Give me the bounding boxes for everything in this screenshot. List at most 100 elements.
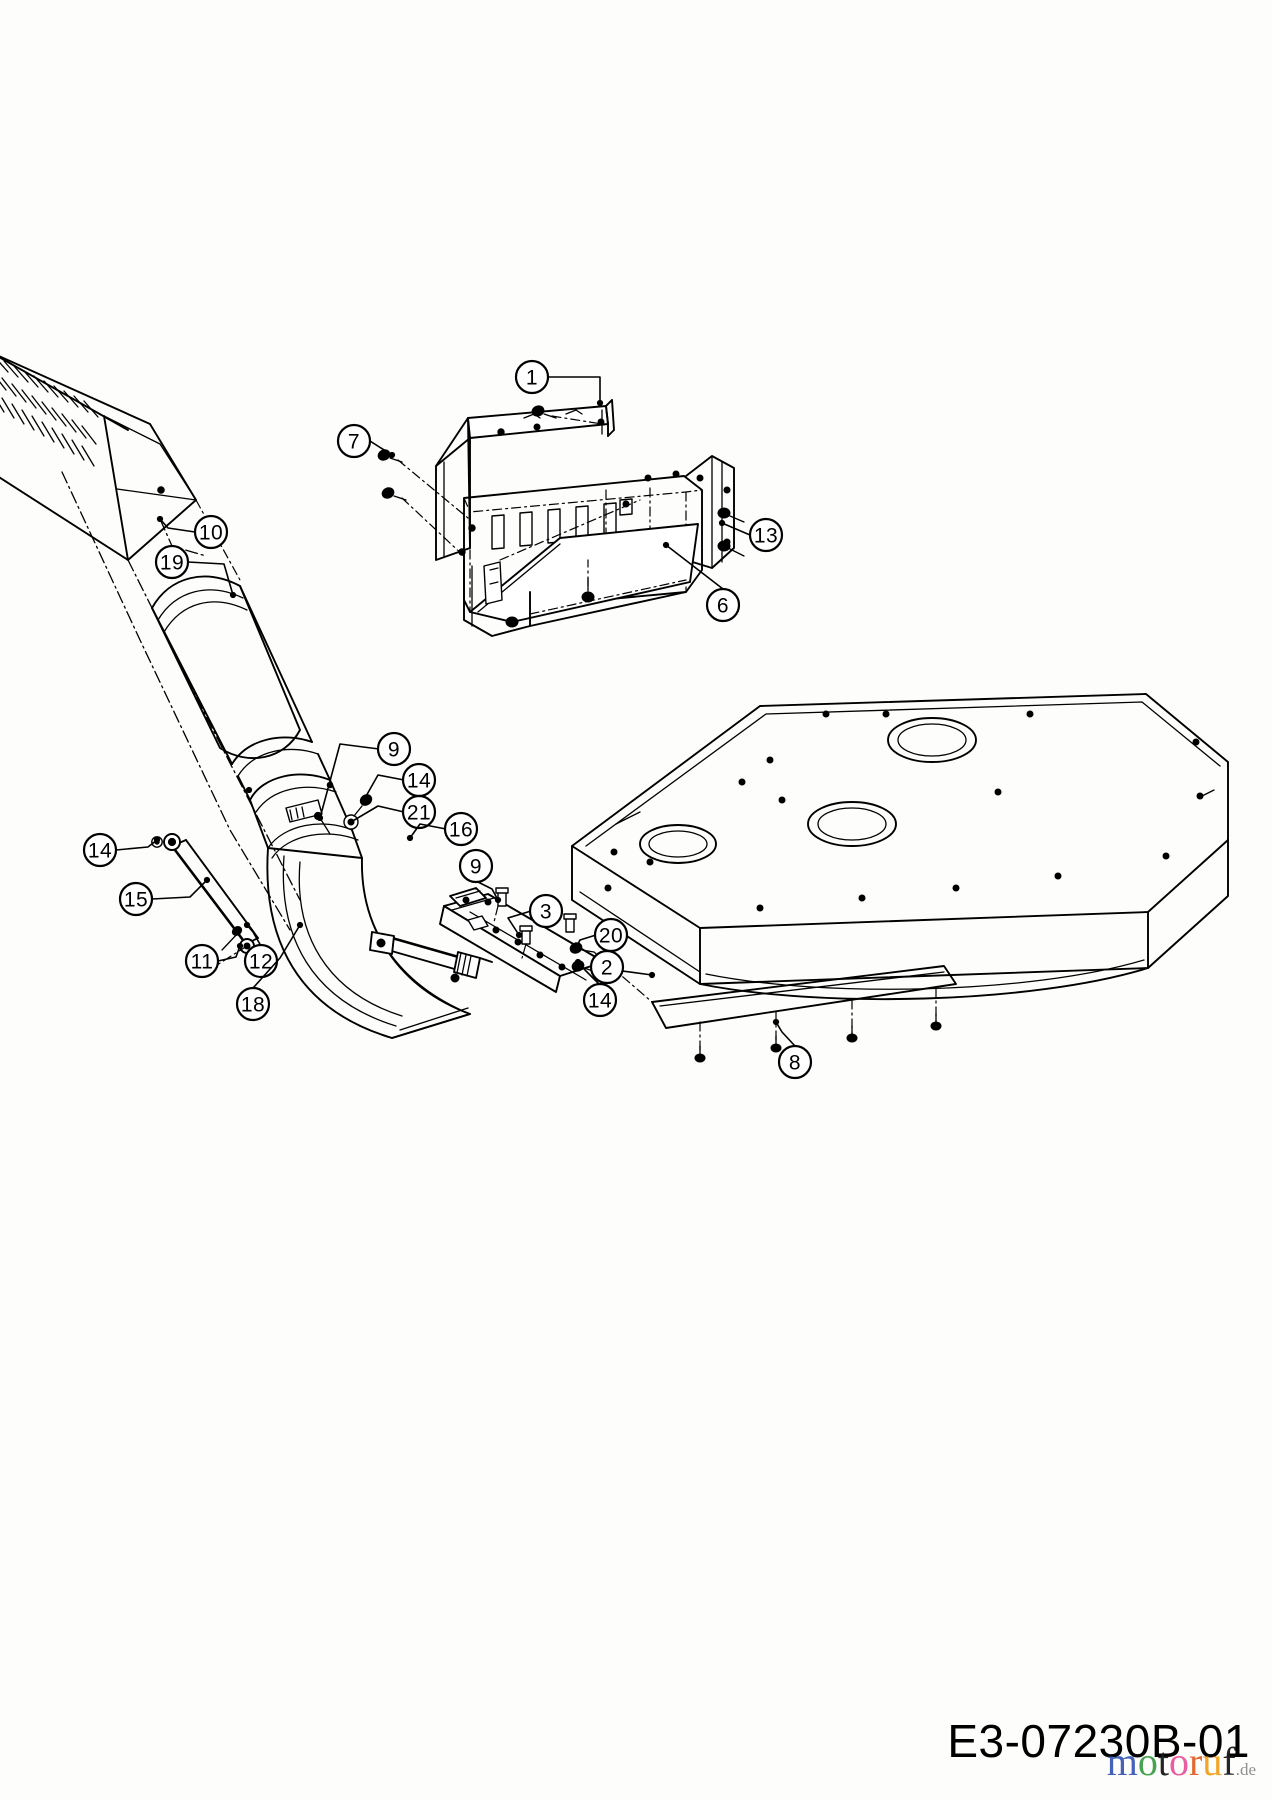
balloon-number: 11 — [191, 951, 214, 974]
leader-line — [115, 839, 158, 851]
leader-tip — [229, 591, 237, 599]
callout-balloon-1[interactable]: 1 — [514, 359, 604, 407]
bolt-9-lower — [563, 913, 577, 933]
callout-balloon-12[interactable]: 12 — [243, 921, 279, 979]
leader-tip — [243, 921, 251, 929]
leader-tip — [296, 921, 304, 929]
leader-line — [350, 805, 405, 823]
bracket-fasteners — [377, 405, 745, 628]
watermark-letter-0: m — [1106, 1739, 1138, 1784]
upper-chute-tube — [0, 355, 197, 561]
balloon-circle[interactable] — [443, 811, 479, 847]
balloon-circle[interactable] — [336, 423, 372, 459]
callout-balloon-10[interactable]: 10 — [156, 514, 229, 550]
balloon-number: 14 — [407, 770, 431, 793]
balloon-circle[interactable] — [401, 794, 437, 830]
callout-balloon-15[interactable]: 15 — [118, 876, 211, 917]
balloon-number: 1 — [526, 367, 538, 390]
callout-balloon-19[interactable]: 19 — [154, 544, 237, 599]
callout-balloon-11[interactable]: 11 — [184, 942, 244, 979]
watermark-letter-2: t — [1157, 1739, 1170, 1784]
balloon-circle[interactable] — [514, 359, 550, 395]
callout-balloon-9[interactable]: 9 — [458, 848, 502, 904]
balloon-circle[interactable] — [235, 986, 271, 1022]
bolt-9-upper — [495, 887, 509, 907]
leader-tip — [203, 876, 211, 884]
balloon-number: 19 — [160, 552, 184, 575]
callout-balloon-2[interactable]: 2 — [589, 949, 656, 985]
balloon-number: 14 — [588, 990, 612, 1013]
balloon-circle[interactable] — [748, 517, 784, 553]
balloon-number: 9 — [388, 739, 400, 762]
callout-balloon-14[interactable]: 14 — [82, 832, 161, 868]
balloon-circle[interactable] — [528, 893, 564, 929]
balloon-circle[interactable] — [376, 731, 412, 767]
leader-line — [159, 518, 196, 533]
leader-line — [721, 522, 751, 536]
balloon-circle[interactable] — [184, 943, 220, 979]
balloon-circle[interactable] — [82, 832, 118, 868]
leader-line — [775, 1021, 796, 1047]
leader-tip — [361, 794, 369, 802]
leader-line — [475, 880, 499, 901]
balloon-circle[interactable] — [154, 544, 190, 580]
leader-line — [187, 561, 234, 596]
balloon-circle[interactable] — [193, 514, 229, 550]
leader-line — [369, 440, 393, 456]
leader-line — [547, 376, 601, 404]
callout-balloon-3[interactable]: 3 — [507, 893, 564, 939]
callout-balloon-8[interactable]: 8 — [772, 1018, 813, 1080]
balloon-number: 13 — [754, 525, 778, 548]
leader-line — [665, 544, 724, 590]
balloon-number: 21 — [407, 802, 431, 825]
callout-balloon-7[interactable]: 7 — [336, 423, 396, 459]
leader-line — [507, 910, 532, 936]
watermark-letter-4: r — [1189, 1739, 1203, 1784]
balloon-number: 6 — [717, 595, 729, 618]
callout-balloon-20[interactable]: 20 — [572, 917, 629, 953]
balloon-circle[interactable] — [118, 881, 154, 917]
watermark-letter-5: u — [1202, 1739, 1223, 1784]
balloon-circle[interactable] — [589, 949, 625, 985]
leader-line — [151, 879, 208, 900]
balloon-circle[interactable] — [582, 982, 618, 1018]
balloon-circle[interactable] — [705, 587, 741, 623]
leader-tip — [596, 399, 604, 407]
leader-tip — [494, 896, 502, 904]
site-watermark: motoruf.de — [1107, 1742, 1256, 1782]
balloon-circle[interactable] — [777, 1044, 813, 1080]
balloon-circle[interactable] — [458, 848, 494, 884]
leader-line — [252, 924, 301, 989]
callout-balloon-16[interactable]: 16 — [406, 811, 479, 847]
leader-tip — [572, 944, 580, 952]
leader-tip — [316, 814, 324, 822]
leader-tip — [388, 451, 396, 459]
callout-balloon-18[interactable]: 18 — [235, 921, 304, 1022]
callout-balloon-6[interactable]: 6 — [662, 541, 741, 623]
balloon-number: 10 — [199, 522, 223, 545]
callout-balloon-9[interactable]: 9 — [316, 731, 412, 822]
balloon-number: 9 — [470, 856, 482, 879]
leader-line — [217, 945, 241, 962]
part-number-label: E3-07230B-01 — [947, 1715, 1250, 1767]
balloon-number: 12 — [249, 951, 273, 974]
balloon-number: 15 — [124, 889, 148, 912]
balloon-number: 16 — [449, 819, 473, 842]
mower-deck — [571, 693, 1229, 1001]
balloon-number: 2 — [601, 957, 613, 980]
leader-tip — [515, 931, 523, 939]
support-rod — [151, 833, 259, 973]
callout-balloon-14[interactable]: 14 — [574, 958, 618, 1018]
balloon-number: 7 — [348, 431, 360, 454]
leader-line — [577, 961, 601, 986]
balloon-number: 14 — [88, 840, 112, 863]
callout-balloon-21[interactable]: 21 — [347, 794, 437, 830]
callout-balloon-14[interactable]: 14 — [361, 762, 437, 802]
balloon-number: 20 — [599, 925, 623, 948]
balloon-number: 3 — [540, 901, 552, 924]
leader-tip — [347, 818, 355, 826]
callout-balloon-13[interactable]: 13 — [718, 517, 784, 553]
